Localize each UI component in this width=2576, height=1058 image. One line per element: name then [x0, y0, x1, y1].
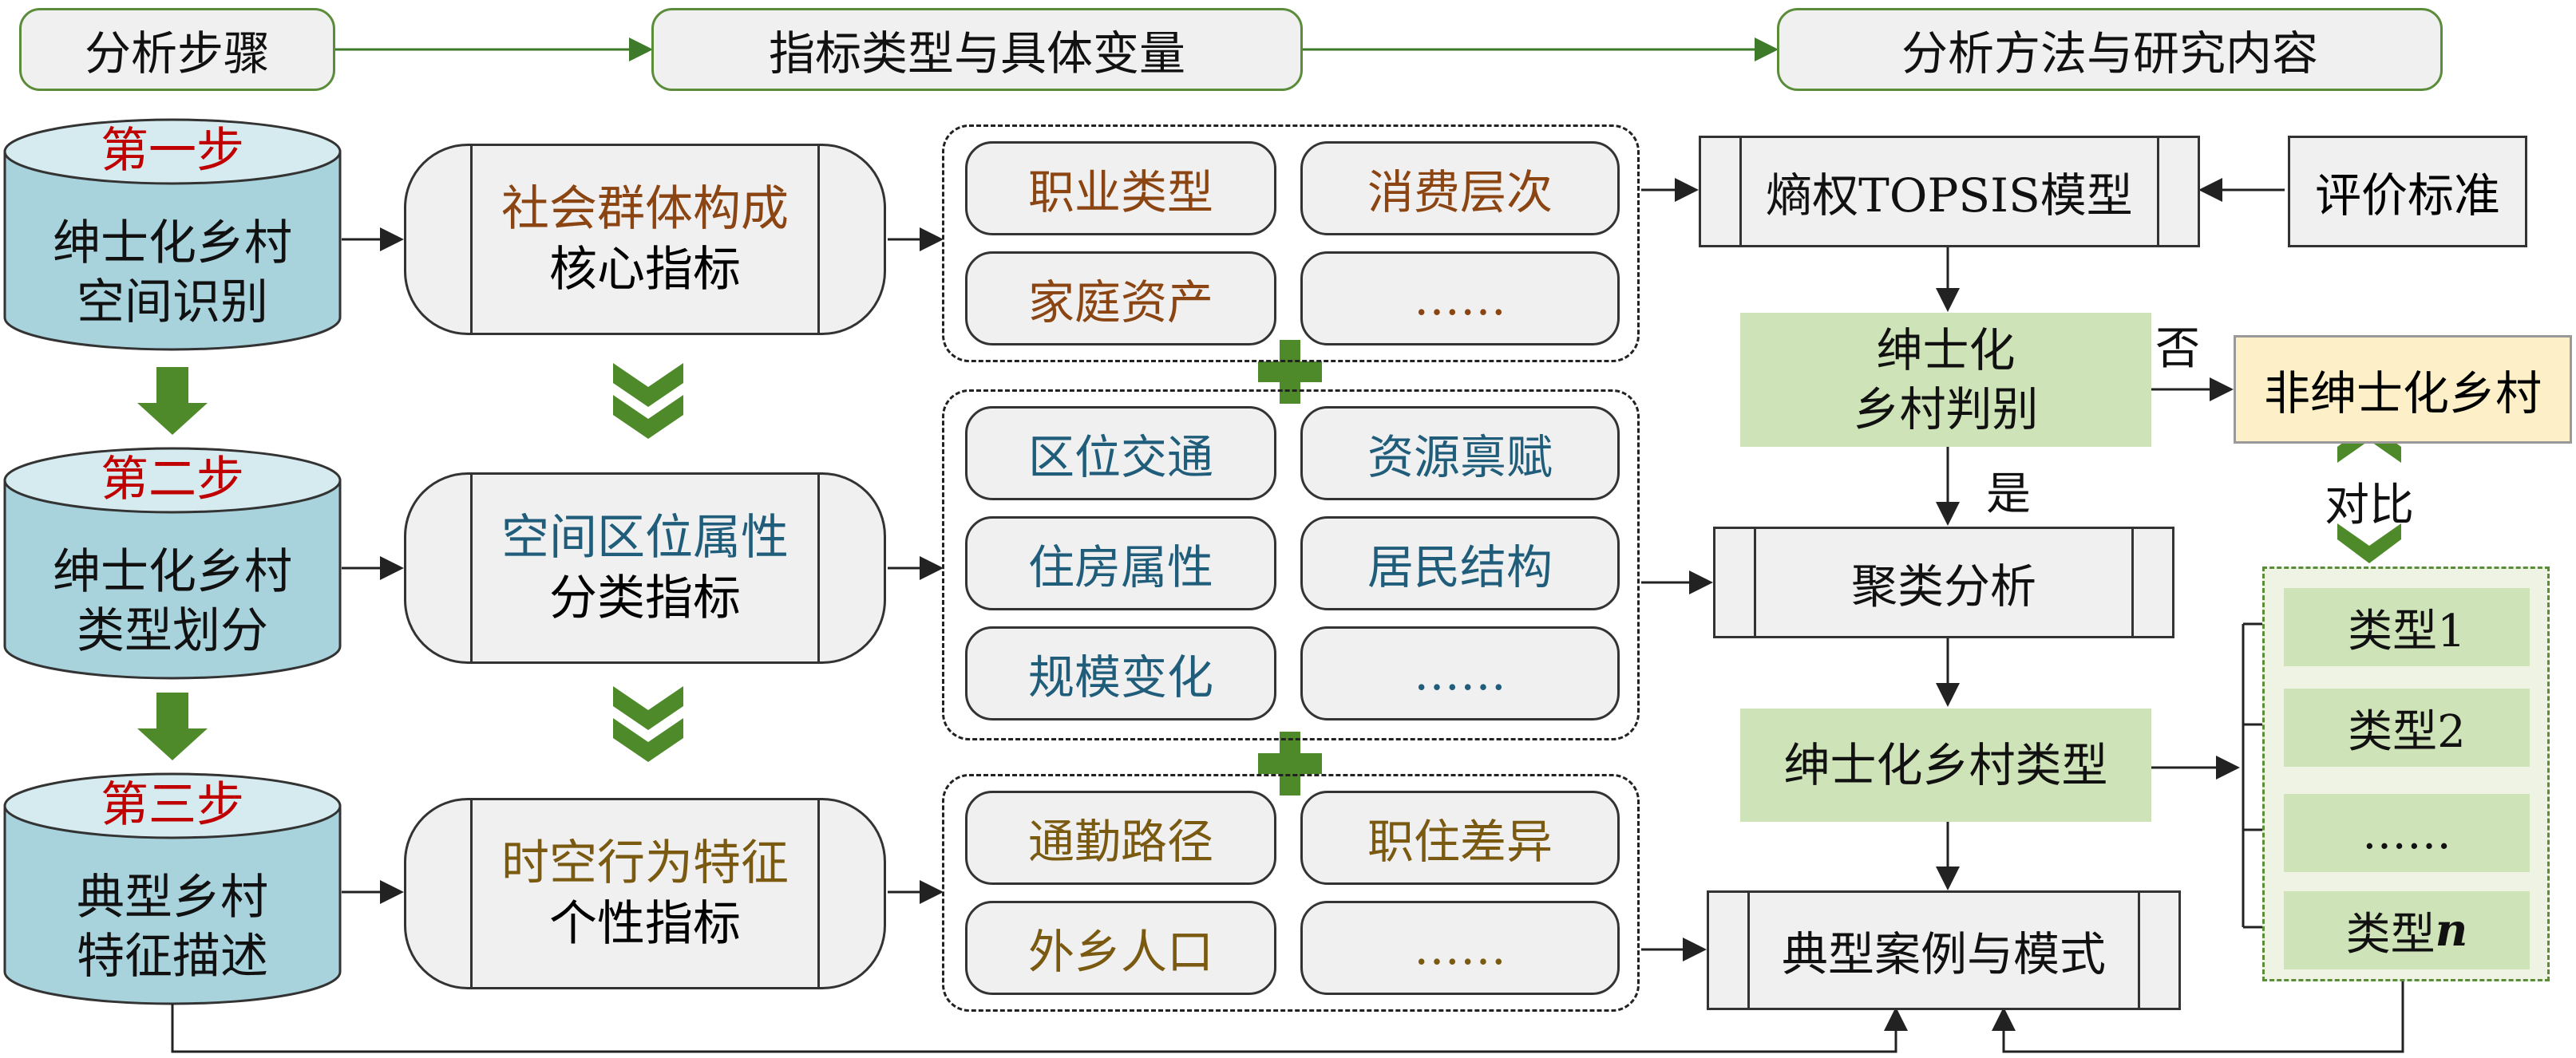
var-resources: 资源禀赋	[1300, 406, 1620, 500]
yes-label: 是	[1986, 468, 2031, 520]
step3-line2: 特征描述	[77, 929, 268, 985]
cluster-analysis-label: 聚类分析	[1850, 559, 2036, 614]
step3-label: 第三步	[101, 777, 244, 833]
step1-line1: 绅士化乡村	[53, 215, 292, 271]
header-steps-label: 分析步骤	[84, 26, 270, 81]
step2-line2: 类型划分	[77, 603, 268, 659]
var-assets: 家庭资产	[965, 251, 1276, 345]
indicator-behavior-line1: 时空行为特征	[501, 835, 789, 891]
evaluation-criteria: 评价标准	[2288, 136, 2527, 247]
typical-cases-patterns: 典型案例与模式	[1707, 890, 2181, 1010]
non-gentrified-village: 非绅士化乡村	[2234, 335, 2572, 444]
indicator-spatial-line2: 分类指标	[549, 570, 741, 626]
indicator-social-line2: 核心指标	[549, 242, 741, 298]
var-job-housing: 职住差异	[1300, 791, 1620, 885]
indicator-spatial-line1: 空间区位属性	[501, 510, 789, 566]
header-indicators-label: 指标类型与具体变量	[768, 26, 1185, 81]
village-types-label: 绅士化乡村类型	[1783, 738, 2108, 792]
type-ellipsis: ……	[2284, 794, 2530, 872]
double-chevron-icon	[613, 363, 683, 762]
var-housing: 住房属性	[965, 516, 1276, 610]
step2: 第二步 绅士化乡村 类型划分	[5, 448, 340, 680]
header-methods-label: 分析方法与研究内容	[1901, 26, 2318, 81]
var-occupation: 职业类型	[965, 141, 1276, 235]
var-ellipsis-2: ……	[1300, 626, 1620, 720]
cylinder-step3	[3, 772, 342, 1005]
step3-line1: 典型乡村	[77, 870, 268, 926]
plus-icon	[1258, 340, 1322, 795]
step1: 第一步 绅士化乡村 空间识别	[5, 120, 340, 351]
type-2: 类型2	[2284, 689, 2530, 767]
step2-line1: 绅士化乡村	[53, 544, 292, 600]
gentrification-judgement: 绅士化 乡村判别	[1740, 313, 2151, 447]
header-steps: 分析步骤	[19, 8, 335, 91]
var-ellipsis-1: ……	[1300, 251, 1620, 345]
variable-group-2: 区位交通 资源禀赋 住房属性 居民结构 规模变化 ……	[942, 389, 1640, 740]
step2-label: 第二步	[101, 452, 244, 507]
step1-line2: 空间识别	[77, 274, 268, 330]
indicator-social-line1: 社会群体构成	[501, 181, 789, 237]
cylinder-step2	[3, 447, 342, 680]
typical-cases-label: 典型案例与模式	[1781, 927, 2106, 981]
step3: 第三步 典型乡村 特征描述	[5, 774, 340, 1005]
no-label: 否	[2155, 323, 2200, 375]
indicator-spatial: 空间区位属性 分类指标	[404, 472, 886, 664]
variable-group-1: 职业类型 消费层次 家庭资产 ……	[942, 124, 1640, 362]
indicator-behavior-line2: 个性指标	[549, 896, 741, 952]
indicator-behavior: 时空行为特征 个性指标	[404, 798, 886, 989]
type-1: 类型1	[2284, 588, 2530, 666]
judgement-line2: 乡村判别	[1853, 382, 2039, 436]
cluster-analysis: 聚类分析	[1713, 527, 2174, 638]
var-outsiders: 外乡人口	[965, 901, 1276, 995]
var-consumption: 消费层次	[1300, 141, 1620, 235]
step1-label: 第一步	[101, 123, 244, 179]
entropy-topsis-model: 熵权TOPSIS模型	[1699, 136, 2200, 247]
gentrified-village-types: 绅士化乡村类型	[1740, 709, 2151, 822]
down-arrow-icon	[137, 367, 208, 760]
judgement-line1: 绅士化	[1876, 323, 2016, 377]
evaluation-criteria-label: 评价标准	[2314, 168, 2500, 223]
cylinder-step1	[3, 118, 342, 351]
entropy-topsis-label: 熵权TOPSIS模型	[1766, 168, 2133, 223]
type-n-suffix: n	[2435, 904, 2468, 957]
var-scale: 规模变化	[965, 626, 1276, 720]
var-ellipsis-3: ……	[1300, 901, 1620, 995]
variable-group-3: 通勤路径 职住差异 外乡人口 ……	[942, 774, 1640, 1012]
compare-label: 对比	[2325, 480, 2414, 531]
var-residents: 居民结构	[1300, 516, 1620, 610]
type-n-prefix: 类型	[2345, 908, 2436, 961]
header-methods: 分析方法与研究内容	[1777, 8, 2443, 91]
non-gentrified-label: 非绅士化乡村	[2263, 366, 2542, 420]
header-indicators: 指标类型与具体变量	[651, 8, 1303, 91]
step-to-indicator-arrows	[171, 178, 2404, 1053]
indicator-social: 社会群体构成 核心指标	[404, 144, 886, 335]
var-commute: 通勤路径	[965, 791, 1276, 885]
var-location: 区位交通	[965, 406, 1276, 500]
